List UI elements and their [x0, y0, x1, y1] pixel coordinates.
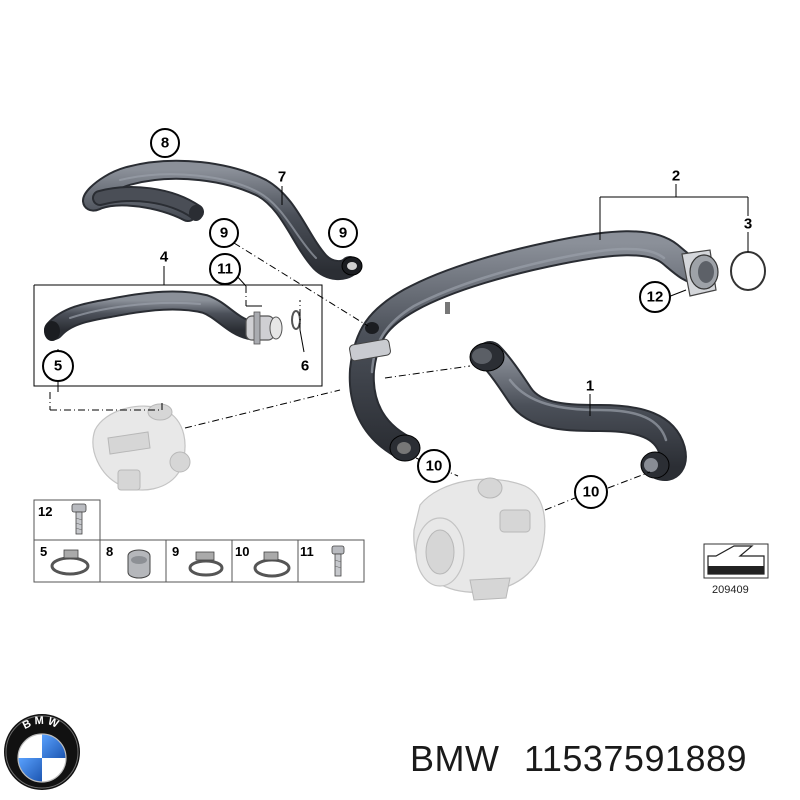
callout-4: 4	[160, 249, 169, 266]
diagram-id-badge: 209409	[703, 543, 769, 596]
group-4-frame	[33, 284, 323, 387]
svg-text:6: 6	[301, 358, 309, 375]
callout-10-right: 10	[574, 475, 608, 509]
callout-8: 8	[150, 128, 180, 158]
bolt-12-icon	[71, 503, 87, 535]
bolt-11-icon	[331, 545, 345, 577]
brand-name: BMW	[410, 738, 500, 779]
callout-10-left: 10	[417, 449, 451, 483]
svg-text:8: 8	[161, 135, 169, 152]
callout-11: 11	[209, 253, 241, 285]
water-pump-ghost	[413, 477, 546, 601]
svg-text:10: 10	[583, 484, 600, 501]
bmw-logo: BMW	[4, 714, 80, 790]
callout-9-right: 9	[328, 218, 358, 248]
hose-clamp-5-icon	[50, 549, 90, 576]
callout-9-left: 9	[209, 218, 239, 248]
hose-clamp-9-icon	[188, 551, 224, 577]
svg-text:1: 1	[586, 378, 594, 395]
svg-text:4: 4	[160, 249, 169, 266]
callout-12: 12	[639, 281, 671, 313]
svg-text:5: 5	[54, 358, 62, 375]
svg-text:3: 3	[744, 216, 752, 233]
dash-dot-leaders	[49, 242, 651, 511]
callout-1: 1	[586, 378, 594, 395]
svg-text:7: 7	[278, 169, 286, 186]
svg-text:12: 12	[647, 289, 664, 306]
callout-6: 6	[301, 358, 309, 375]
diagram-id: 209409	[712, 584, 749, 596]
fastener-legend: 12 5 8 9 10 11	[33, 499, 365, 583]
thermostat-housing-ghost	[92, 403, 191, 491]
hose-clamp-8-icon	[127, 549, 151, 579]
part-number-caption: BMW 11537591889	[410, 738, 747, 780]
callout-3: 3	[744, 216, 752, 233]
svg-text:9: 9	[220, 225, 228, 242]
callout-7: 7	[278, 169, 286, 186]
hose-2	[348, 230, 766, 462]
legend-label-10: 10	[235, 544, 249, 559]
hose-4	[44, 290, 301, 345]
legend-label-12: 12	[38, 504, 52, 519]
svg-text:10: 10	[426, 458, 443, 475]
callout-2: 2	[672, 168, 680, 185]
hose-clamp-10-icon	[253, 551, 291, 578]
legend-label-9: 9	[172, 544, 179, 559]
hose-1	[469, 341, 687, 481]
svg-text:11: 11	[217, 261, 233, 278]
legend-label-5: 5	[40, 544, 47, 559]
hose-7	[82, 159, 363, 281]
part-number: 11537591889	[524, 738, 748, 779]
svg-text:2: 2	[672, 168, 680, 185]
callout-5: 5	[42, 350, 74, 382]
legend-label-11: 11	[300, 544, 314, 559]
legend-label-8: 8	[106, 544, 113, 559]
svg-text:9: 9	[339, 225, 347, 242]
svg-text:BMW: BMW	[21, 715, 63, 732]
